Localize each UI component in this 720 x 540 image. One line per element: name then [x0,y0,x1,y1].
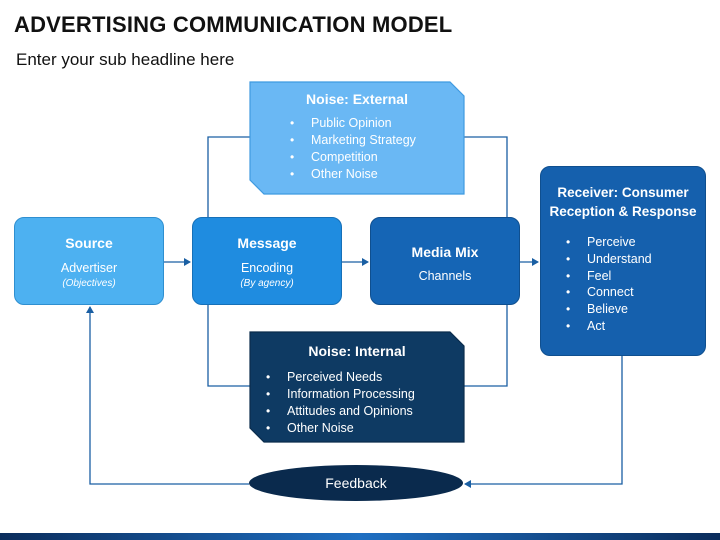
source-line: Advertiser [60,261,118,275]
noise-external-title: Noise: External [306,91,408,107]
feedback-label: Feedback [325,475,387,491]
noise-external-item: Other Noise [290,166,416,183]
page-subtitle: Enter your sub headline here [16,50,235,69]
media-mix-box: Media Mix Channels [370,217,520,305]
noise-internal-item: Perceived Needs [266,369,415,386]
noise-external-item: Competition [290,149,416,166]
noise-internal-item: Attitudes and Opinions [266,403,415,420]
receiver-item: Feel [566,268,705,285]
receiver-box: Receiver: Consumer Reception & Response … [540,166,706,356]
source-box: Source Advertiser (Objectives) [14,217,164,305]
page-title: ADVERTISING COMMUNICATION MODEL [14,12,453,37]
receiver-item: Connect [566,284,705,301]
arrow-feedback-to-source [86,306,249,485]
receiver-item: Understand [566,251,705,268]
receiver-item: Believe [566,301,705,318]
message-title: Message [237,235,297,251]
source-title: Source [65,235,113,251]
feedback-ellipse [249,465,463,501]
message-box: Message Encoding (By agency) [192,217,342,305]
noise-internal-content: Noise: Internal Perceived Needs Informat… [250,332,464,442]
noise-internal-item: Information Processing [266,386,415,403]
noise-internal-list: Perceived Needs Information Processing A… [266,369,415,437]
receiver-item: Perceive [566,234,705,251]
message-line: Encoding [240,261,294,275]
arrow-receiver-to-feedback [464,356,623,488]
bottom-accent-strip [0,533,720,540]
source-note: (Objectives) [62,278,116,289]
noise-external-item: Marketing Strategy [290,132,416,149]
noise-external-item: Public Opinion [290,115,416,132]
receiver-list: Perceive Understand Feel Connect Believe… [566,234,705,335]
noise-internal-item: Other Noise [266,420,415,437]
receiver-item: Act [566,318,705,335]
media-mix-line: Channels [418,269,472,283]
media-mix-title: Media Mix [411,244,479,260]
receiver-title: Receiver: Consumer Reception & Response [549,185,697,219]
noise-internal-title: Noise: Internal [308,343,406,359]
noise-external-content: Noise: External Public Opinion Marketing… [250,82,464,194]
message-note: (By agency) [240,278,294,289]
noise-external-list: Public Opinion Marketing Strategy Compet… [290,115,416,183]
